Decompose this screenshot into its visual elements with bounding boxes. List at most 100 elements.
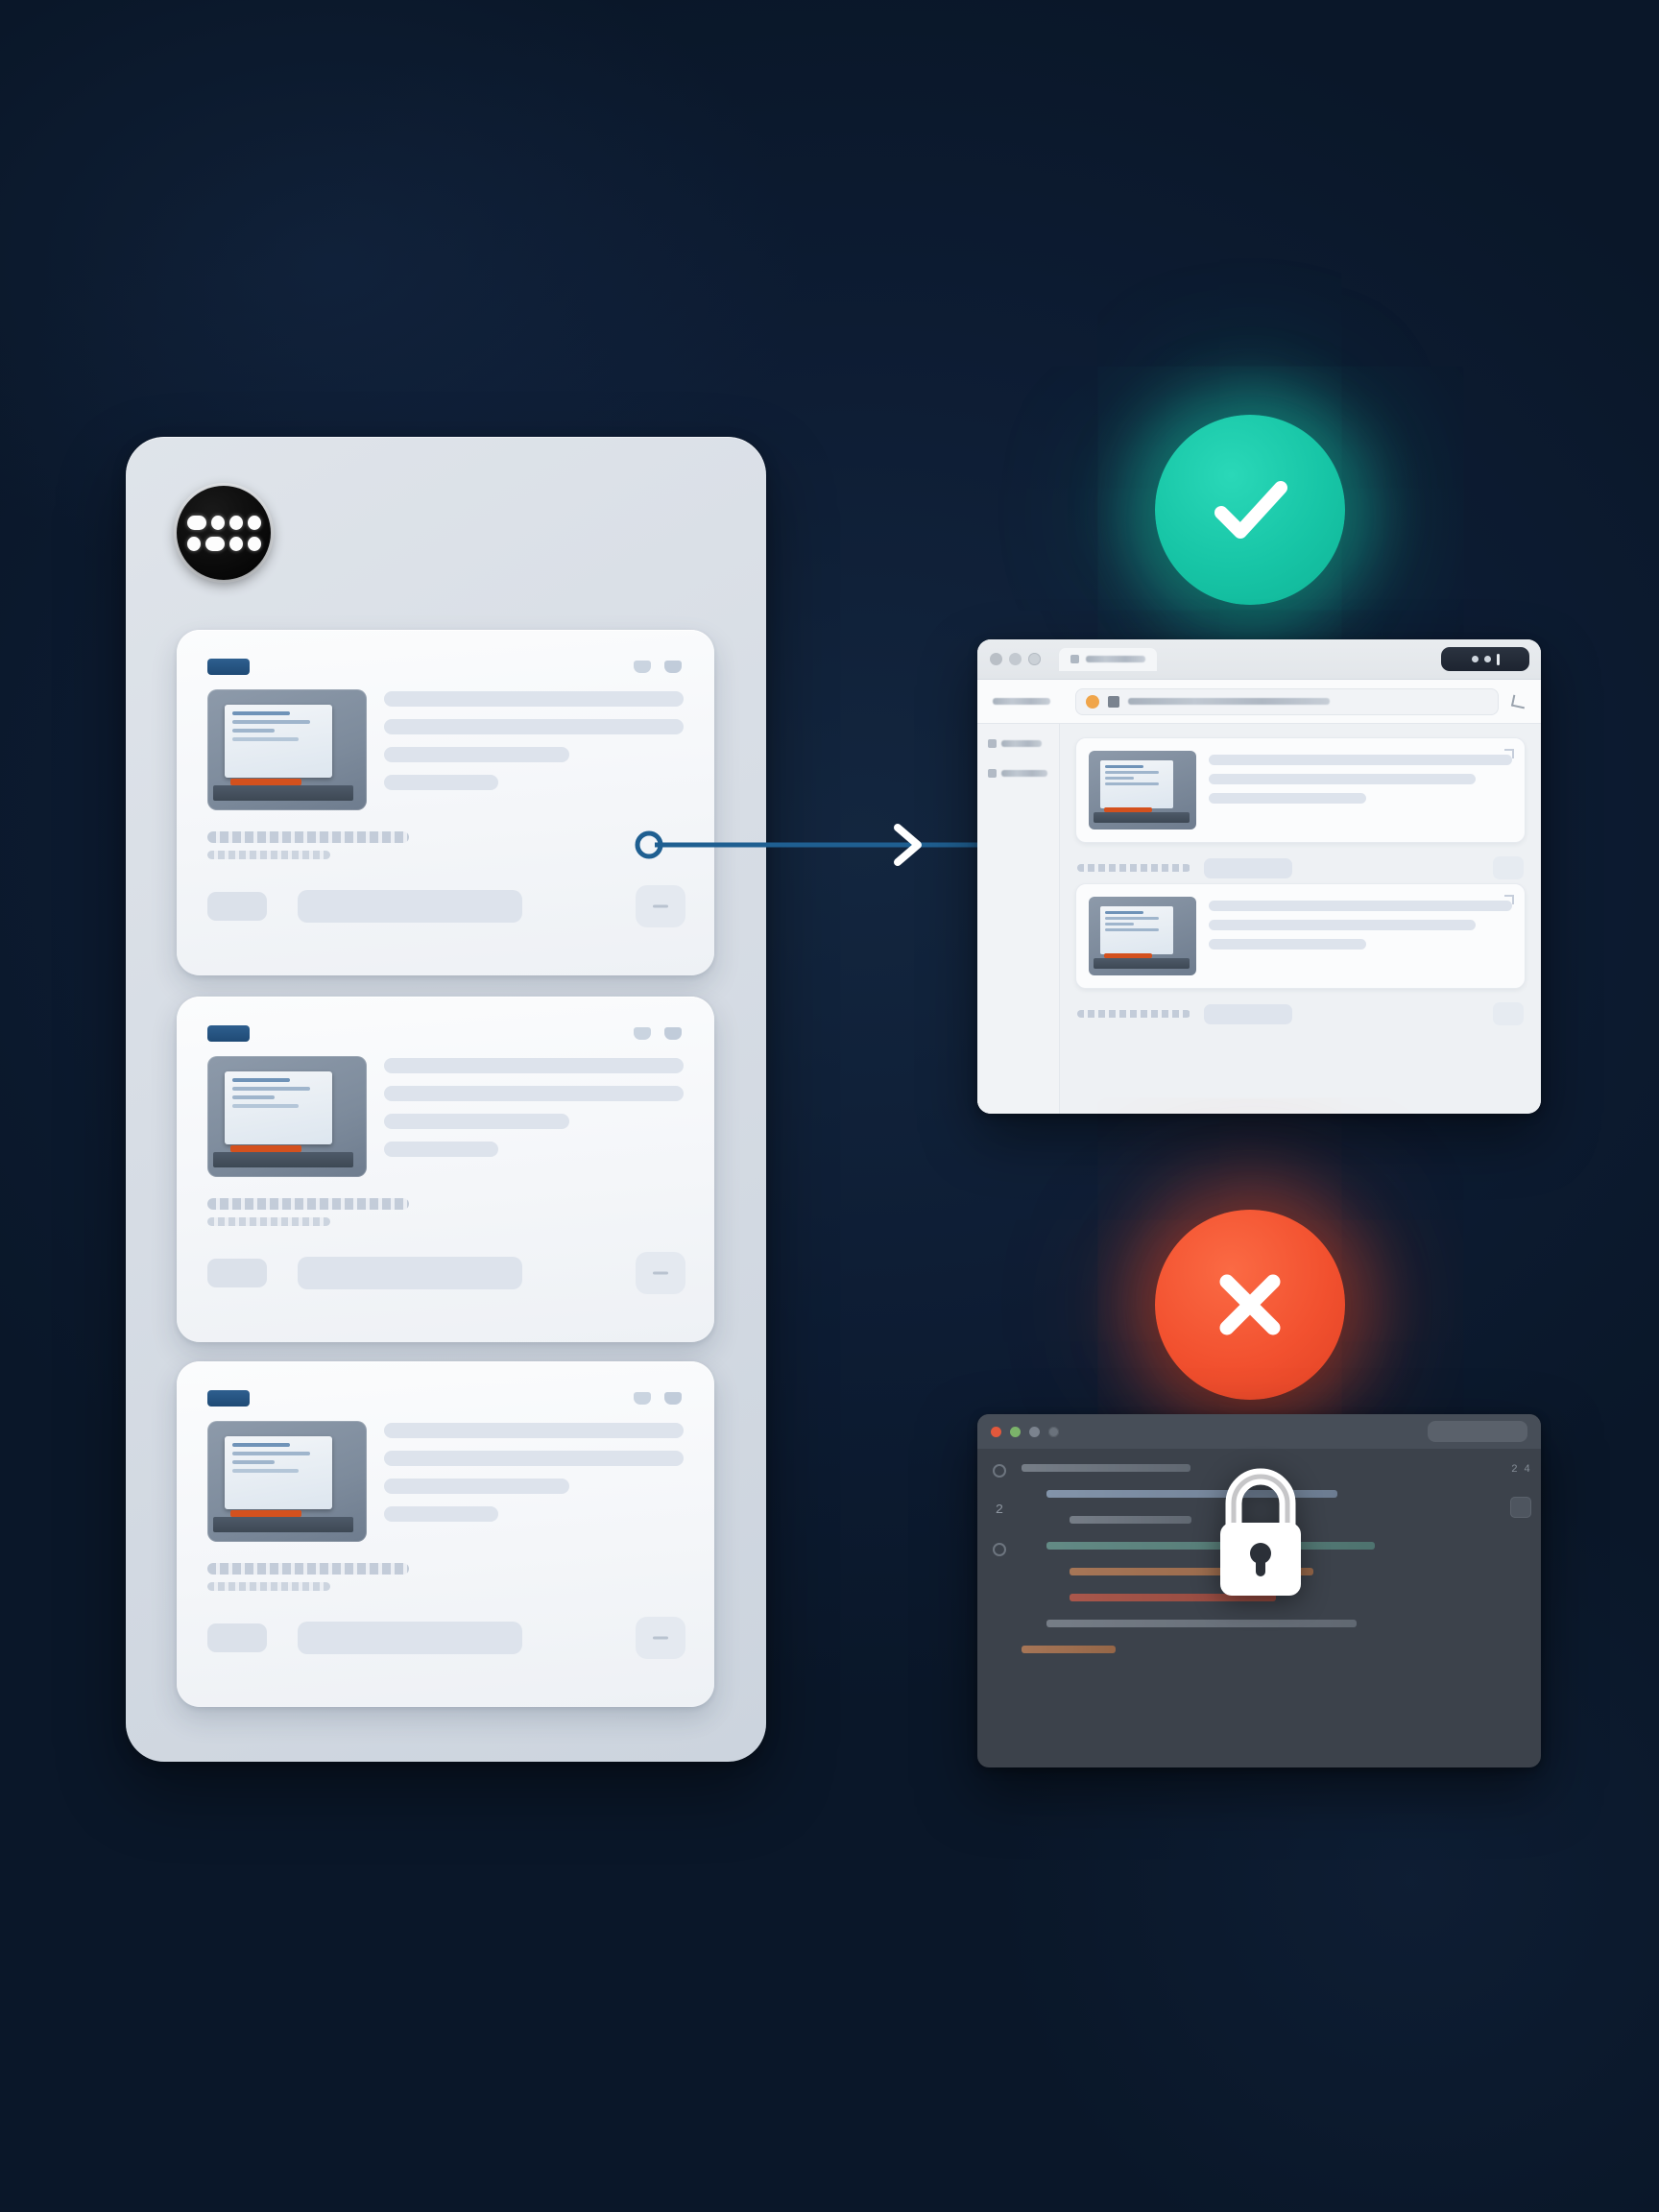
- card-more-button[interactable]: [636, 1617, 685, 1659]
- placeholder-line: [384, 1058, 684, 1073]
- share-icon[interactable]: [664, 1392, 682, 1405]
- placeholder-line: [1209, 939, 1367, 950]
- thumbnail-monitor-screen: [1100, 760, 1173, 808]
- close-icon[interactable]: [991, 1426, 1001, 1437]
- screen-text-line: [232, 1452, 310, 1455]
- thumbnail-monitor-screen: [1100, 906, 1173, 954]
- card-action-icons[interactable]: [634, 1027, 682, 1040]
- result-action-button[interactable]: [1204, 857, 1292, 878]
- card-title-placeholder: [384, 1423, 684, 1534]
- thumbnail-monitor-screen: [225, 1071, 332, 1144]
- result-meta-text: [1077, 1010, 1190, 1018]
- control-dot-icon: [1471, 656, 1479, 662]
- thumbnail-accent-bar: [230, 1145, 301, 1152]
- logo-dot: [210, 515, 225, 530]
- open-external-icon[interactable]: [1504, 749, 1514, 758]
- code-line: [1046, 1620, 1357, 1627]
- result-card-body[interactable]: [1075, 737, 1526, 843]
- browser-sidebar[interactable]: [977, 724, 1060, 1114]
- screen-text-line: [232, 720, 310, 724]
- sidebar-item[interactable]: [988, 769, 1048, 778]
- browser-tab[interactable]: [1059, 647, 1157, 671]
- code-line: [1070, 1594, 1277, 1601]
- open-external-icon[interactable]: [1504, 895, 1514, 904]
- card-meta-text: [207, 831, 409, 843]
- card-primary-action[interactable]: [298, 1257, 522, 1289]
- close-icon[interactable]: [990, 653, 1002, 665]
- sidebar-item[interactable]: [988, 739, 1048, 748]
- card-footer: [207, 885, 685, 927]
- placeholder-line: [1209, 793, 1367, 804]
- card-primary-action[interactable]: [298, 1622, 522, 1654]
- card-meta-subtext: [207, 1582, 330, 1591]
- card-primary-action[interactable]: [298, 890, 522, 923]
- logo-dot: [247, 515, 261, 530]
- card-action-icons[interactable]: [634, 661, 682, 673]
- placeholder-line: [384, 719, 684, 734]
- maximize-icon[interactable]: [1029, 1426, 1040, 1437]
- x-circle-icon: [1155, 1210, 1345, 1400]
- settings-icon[interactable]: [1048, 1426, 1059, 1437]
- share-icon[interactable]: [664, 1027, 682, 1040]
- share-icon[interactable]: [664, 661, 682, 673]
- reply-arrow-icon[interactable]: [1510, 694, 1527, 709]
- screen-text-line: [232, 729, 276, 733]
- card-tag-pill[interactable]: [207, 1259, 267, 1287]
- result-card-body[interactable]: [1075, 883, 1526, 989]
- cross-glyph: [1219, 1274, 1281, 1335]
- url-text: [1128, 698, 1330, 705]
- feed-card[interactable]: [177, 997, 714, 1342]
- card-more-button[interactable]: [636, 885, 685, 927]
- card-action-icons[interactable]: [634, 1392, 682, 1405]
- placeholder-line: [1209, 920, 1477, 930]
- card-tag-pill[interactable]: [207, 892, 267, 921]
- thumbnail-desk: [1094, 812, 1190, 823]
- bookmark-icon[interactable]: [634, 1027, 651, 1040]
- mid-chevron-icon: [894, 824, 922, 866]
- code-line: [1070, 1516, 1192, 1524]
- placeholder-line: [384, 1142, 498, 1157]
- maximize-icon[interactable]: [1028, 653, 1041, 665]
- result-thumbnail: [1089, 751, 1196, 830]
- tab-title-text: [1086, 656, 1145, 662]
- code-search-field[interactable]: [1428, 1421, 1527, 1442]
- bookmark-icon[interactable]: [634, 661, 651, 673]
- result-card[interactable]: [1075, 737, 1526, 883]
- bookmark-icon[interactable]: [634, 1392, 651, 1405]
- card-tag-pill[interactable]: [207, 1623, 267, 1652]
- address-bar[interactable]: [1075, 687, 1499, 715]
- thumbnail-accent-bar: [1104, 807, 1152, 812]
- feed-card[interactable]: [177, 1361, 714, 1707]
- allowed-browser-window[interactable]: [977, 639, 1541, 1114]
- result-card-footer: [1075, 1002, 1526, 1029]
- minimize-icon[interactable]: [1010, 1426, 1021, 1437]
- result-action-button[interactable]: [1204, 1003, 1292, 1024]
- result-more-button[interactable]: [1493, 856, 1524, 879]
- minimize-icon[interactable]: [1009, 653, 1022, 665]
- dots-grid-logo-icon: [177, 486, 271, 580]
- screen-text-line: [1105, 771, 1160, 774]
- card-title-placeholder: [384, 691, 684, 803]
- code-minimap[interactable]: 2 4: [1501, 1449, 1541, 1767]
- breakpoint-icon[interactable]: [993, 1543, 1006, 1556]
- site-avatar-icon: [1086, 694, 1099, 709]
- code-line: [1046, 1490, 1338, 1498]
- card-more-button[interactable]: [636, 1252, 685, 1294]
- logo-dot: [247, 536, 261, 551]
- placeholder-line: [384, 1479, 570, 1494]
- breakpoint-icon[interactable]: [993, 1464, 1006, 1478]
- screen-text-line: [1105, 917, 1160, 920]
- card-thumbnail: [207, 1421, 367, 1542]
- code-line: [1022, 1646, 1116, 1653]
- card-meta-text: [207, 1198, 409, 1210]
- screen-text-line: [232, 737, 300, 741]
- code-lines: [1022, 1449, 1501, 1767]
- result-more-button[interactable]: [1493, 1002, 1524, 1025]
- control-dot-icon: [1483, 656, 1491, 662]
- window-controls[interactable]: [1441, 647, 1529, 671]
- placeholder-line: [1209, 901, 1512, 911]
- feed-card[interactable]: [177, 630, 714, 975]
- search-results-list: [1060, 724, 1541, 1114]
- card-footer: [207, 1252, 685, 1294]
- result-card[interactable]: [1075, 883, 1526, 1029]
